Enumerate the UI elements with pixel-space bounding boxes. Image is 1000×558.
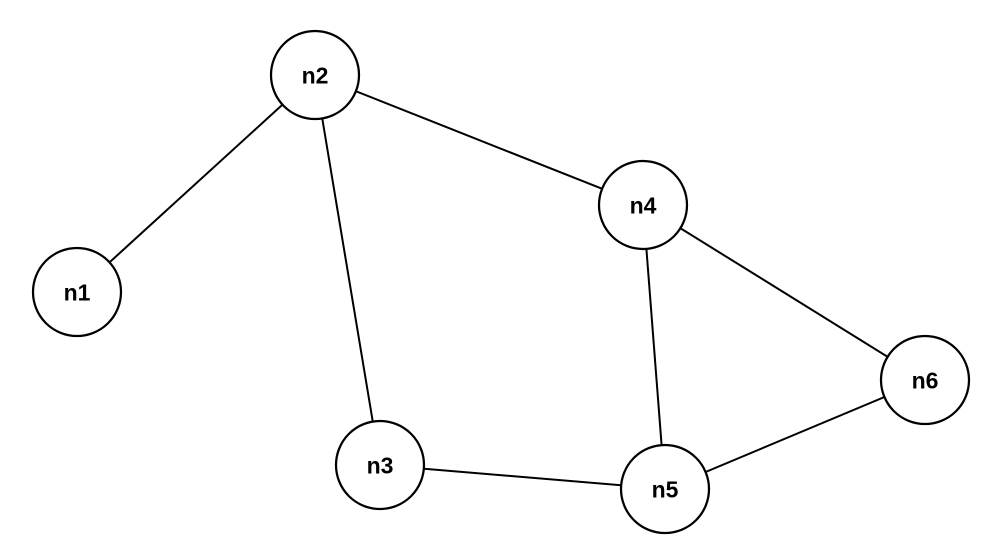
graph-edge-n4-n6 (642, 204, 926, 381)
node-circle-n6[interactable] (879, 334, 971, 426)
node-label-n6: n6 (912, 367, 939, 393)
node-label-n3: n3 (367, 452, 394, 478)
node-label-n1: n1 (64, 279, 91, 305)
node-circle-n4[interactable] (597, 159, 689, 251)
graph-node-n6[interactable]: n6 (879, 334, 971, 426)
graph-node-n4[interactable]: n4 (597, 159, 689, 251)
node-label-n5: n5 (652, 476, 679, 502)
graph-edge-n2-n4 (314, 74, 644, 206)
graph-node-n1[interactable]: n1 (31, 246, 123, 338)
graph-node-n2[interactable]: n2 (269, 29, 361, 121)
node-label-n2: n2 (302, 62, 329, 88)
graph-edge-n3-n5 (379, 464, 666, 490)
graph-node-n3[interactable]: n3 (334, 419, 426, 511)
graph-edge-n2-n3 (314, 74, 381, 466)
node-circle-n5[interactable] (619, 443, 711, 535)
node-label-n4: n4 (630, 192, 657, 218)
graph-edge-n1-n2 (76, 74, 316, 293)
node-circle-n2[interactable] (269, 29, 361, 121)
graph-edge-n5-n6 (664, 379, 926, 490)
graph-edge-n4-n5 (642, 204, 666, 490)
node-circle-n3[interactable] (334, 419, 426, 511)
graph-node-n5[interactable]: n5 (619, 443, 711, 535)
node-circle-n1[interactable] (31, 246, 123, 338)
